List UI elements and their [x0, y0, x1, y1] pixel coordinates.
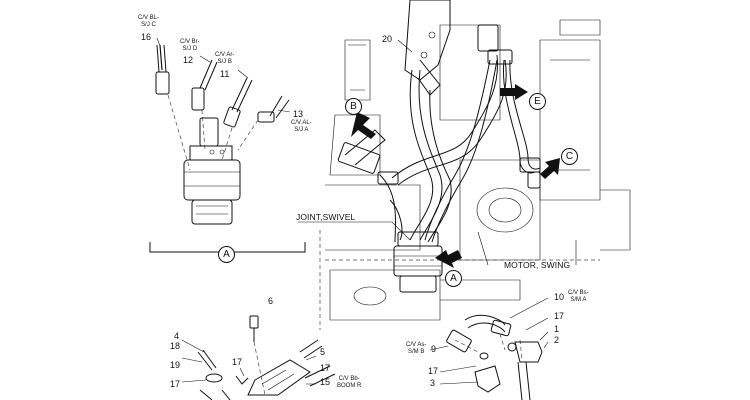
part-number-2: 2 — [554, 335, 560, 345]
part-number-5: 5 — [320, 347, 326, 357]
part-desc-11: C/V Ar- S/J B — [215, 52, 235, 65]
view-callout-e: E — [529, 93, 546, 110]
motor-swing-label: MOTOR, SWING — [504, 260, 571, 270]
part-number-11: 11 — [220, 69, 230, 79]
joint-swivel-label: JOINT,SWIVEL — [296, 212, 356, 222]
part-number-16: 16 — [141, 32, 152, 42]
part-number-10: 10 — [554, 292, 565, 302]
lower-right-assembly — [429, 297, 549, 400]
detail-callout-a: A — [218, 246, 235, 263]
part-number-19: 19 — [170, 360, 181, 370]
part-number-18: 18 — [170, 341, 181, 351]
view-callout-c: C — [561, 148, 578, 165]
part-desc-16: C/V BL- S/J C — [138, 15, 160, 28]
part-number-9: 9 — [431, 344, 437, 354]
part-number-20: 20 — [382, 34, 393, 44]
part-number-6: 6 — [268, 296, 274, 306]
view-callout-b: B — [345, 98, 362, 115]
part-number-17-d: 17 — [554, 311, 565, 321]
part-number-12: 12 — [183, 55, 194, 65]
part-number-17-b: 17 — [232, 357, 243, 367]
part-number-15: 15 — [320, 377, 331, 387]
part-number-1: 1 — [554, 324, 560, 334]
part-desc-13: C/V AL- S/J A — [291, 120, 312, 133]
part-desc-15: C/V Bb- BOOM R — [337, 376, 362, 389]
part-number-17-c: 17 — [320, 363, 331, 373]
part-desc-10: C/V Bs- S/M A — [568, 290, 589, 303]
detail-a-group — [149, 37, 306, 253]
part-desc-12: C/V Br- S/J D — [180, 39, 200, 52]
part-number-13: 13 — [293, 109, 304, 119]
part-number-3: 3 — [430, 378, 436, 388]
part-number-17-e: 17 — [428, 366, 439, 376]
part-desc-9: C/V As- S/M B — [406, 342, 427, 355]
main-assembly-group — [298, 0, 631, 330]
view-callout-a: A — [445, 270, 462, 287]
part-number-17-a: 17 — [170, 379, 181, 389]
lower-left-assembly — [181, 315, 336, 400]
part-number-4: 4 — [174, 331, 180, 341]
